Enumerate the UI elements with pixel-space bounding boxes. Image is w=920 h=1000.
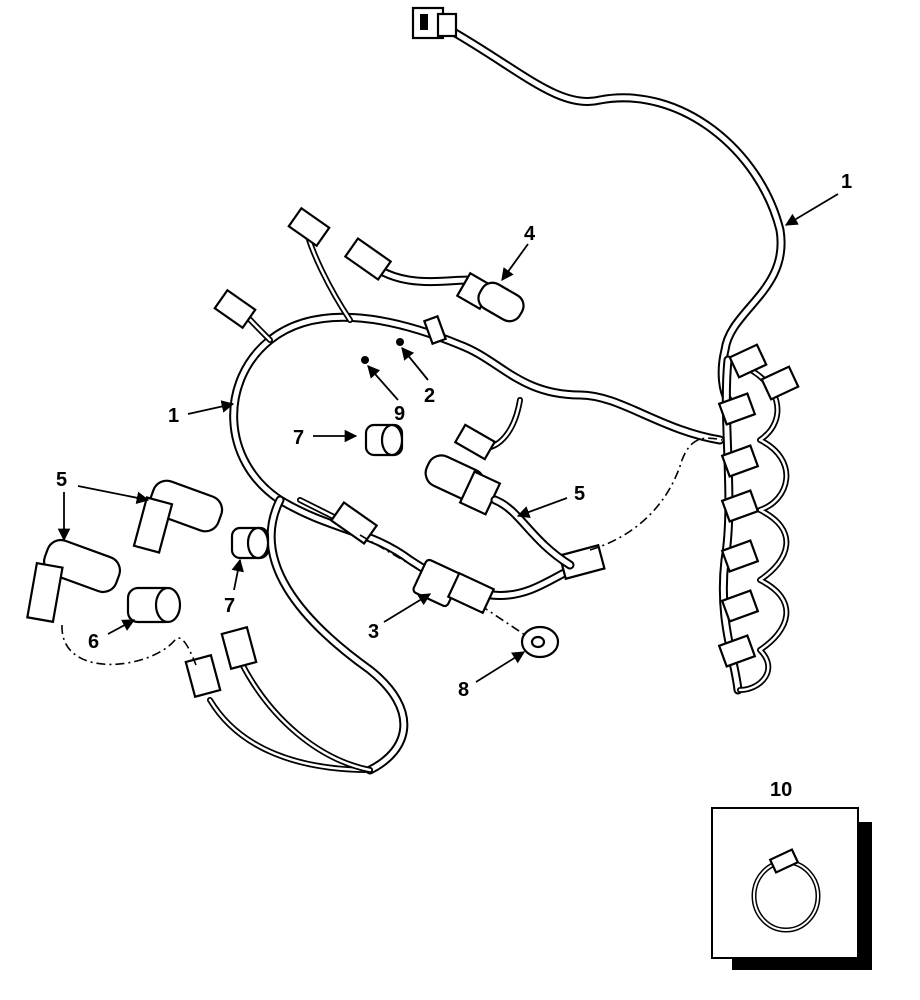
- sensor-5-right: [424, 454, 575, 570]
- ring-7-lower: [230, 526, 270, 560]
- nut-8: [520, 625, 560, 659]
- lower-harness: [184, 206, 725, 775]
- routing-dashed-line-left: [61, 624, 197, 666]
- callout-clamp-10: 10: [770, 779, 792, 801]
- sensor-5-left-upper: [132, 479, 224, 554]
- callout-ring-7-upper: 7: [293, 427, 304, 449]
- callout-screw-2: 2: [424, 385, 435, 407]
- right-connector-column: [717, 343, 800, 695]
- callout-harness-lower: 1: [168, 405, 179, 427]
- cap-6: [126, 586, 182, 624]
- leader-lines: [57, 193, 839, 683]
- callout-cap-6: 6: [88, 631, 99, 653]
- sensor-5-left-lower: [26, 538, 122, 624]
- sensor-4: [455, 271, 525, 323]
- callout-nut-8: 8: [458, 679, 469, 701]
- upper-harness: [411, 6, 786, 405]
- sensor-3: [412, 558, 496, 615]
- screw-2: [361, 338, 404, 364]
- callout-ring-7-lower: 7: [224, 595, 235, 617]
- routing-dashed-line: [589, 437, 723, 551]
- callout-harness-upper: 1: [841, 171, 852, 193]
- callout-washer-9: 9: [394, 403, 405, 425]
- callout-sensor-5-left: 5: [56, 469, 67, 491]
- callout-sensor-5-right: 5: [574, 483, 585, 505]
- callout-sensor-4: 4: [524, 223, 536, 245]
- ring-7-upper: [364, 423, 404, 457]
- clamp-10-inset: [711, 807, 872, 970]
- callout-sensor-3: 3: [368, 621, 379, 643]
